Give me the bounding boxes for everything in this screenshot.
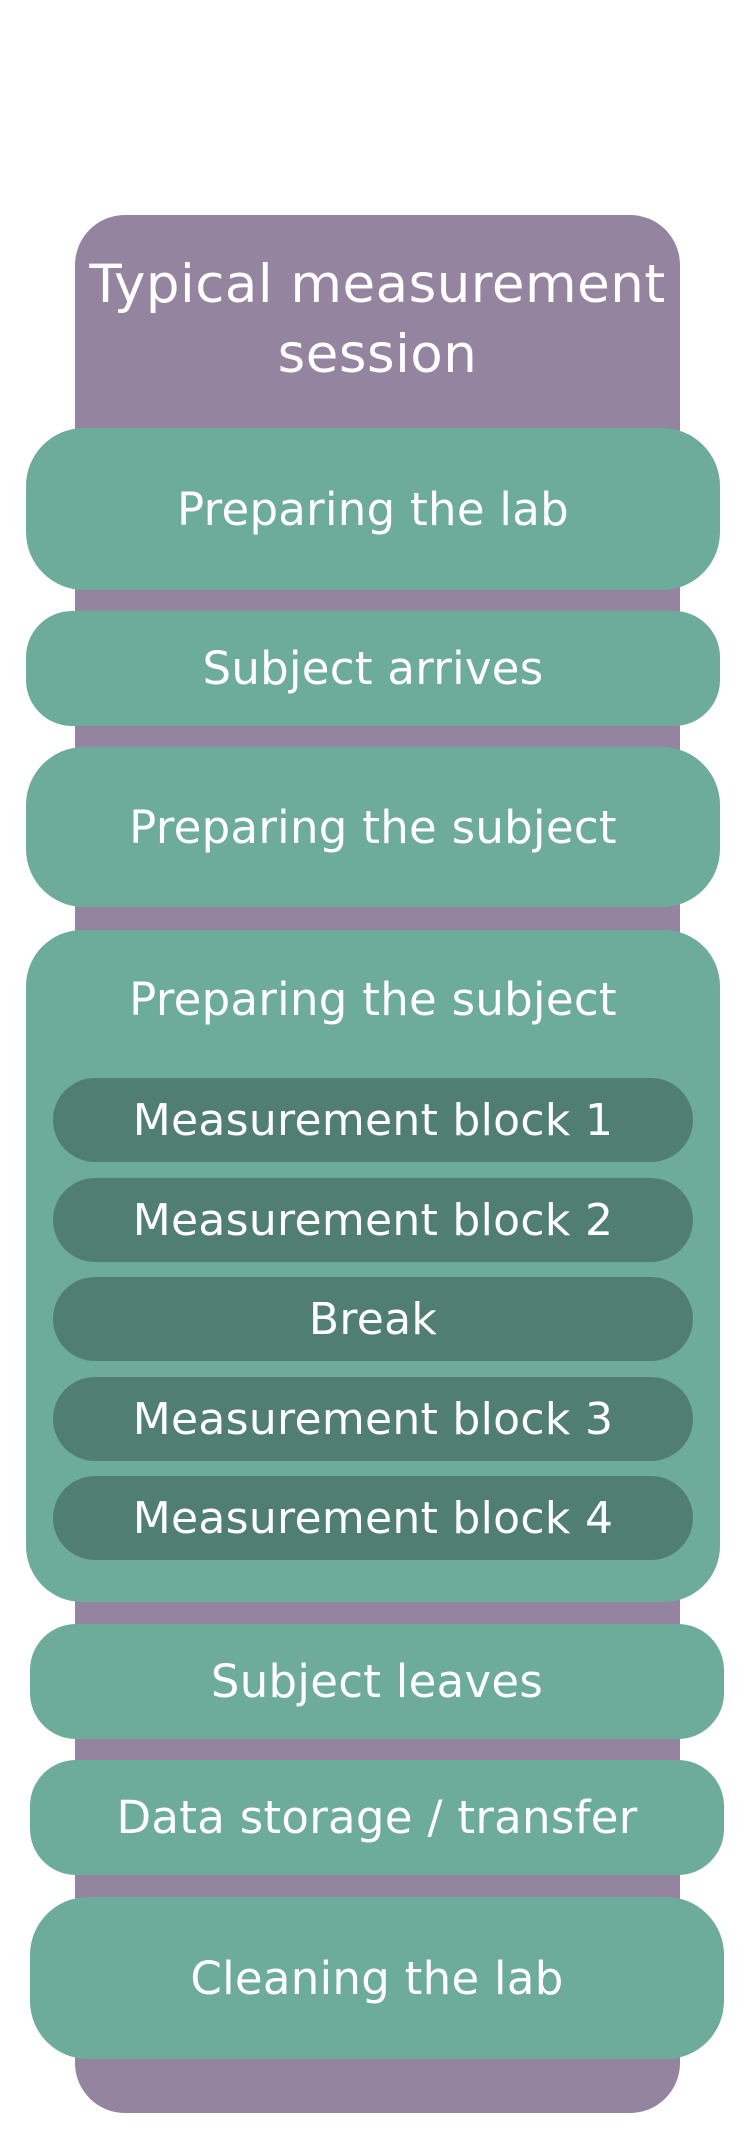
- step-preparing-subject-label: Preparing the subject: [129, 800, 617, 854]
- step-cleaning-lab-label: Cleaning the lab: [190, 1951, 564, 2005]
- step-data-storage-label: Data storage / transfer: [116, 1791, 638, 1844]
- step-subject-arrives-label: Subject arrives: [202, 642, 544, 695]
- step-cleaning-lab: Cleaning the lab: [30, 1897, 724, 2059]
- step-preparing-lab-label: Preparing the lab: [177, 482, 569, 536]
- diagram-title: Typical measurement session: [89, 254, 666, 385]
- break-block: Break: [53, 1277, 693, 1361]
- step-preparing-subject: Preparing the subject: [26, 747, 720, 907]
- step-subject-arrives: Subject arrives: [26, 611, 720, 726]
- measurement-group: Preparing the subject Measurement block …: [26, 930, 720, 1602]
- measurement-group-title: Preparing the subject: [129, 973, 617, 1026]
- step-subject-leaves-label: Subject leaves: [210, 1655, 544, 1708]
- measurement-block-3: Measurement block 3: [53, 1377, 693, 1461]
- step-data-storage: Data storage / transfer: [30, 1760, 724, 1875]
- measurement-block-2: Measurement block 2: [53, 1178, 693, 1262]
- step-subject-leaves: Subject leaves: [30, 1624, 724, 1739]
- measurement-block-4: Measurement block 4: [53, 1476, 693, 1560]
- step-preparing-lab: Preparing the lab: [26, 428, 720, 590]
- measurement-block-1: Measurement block 1: [53, 1078, 693, 1162]
